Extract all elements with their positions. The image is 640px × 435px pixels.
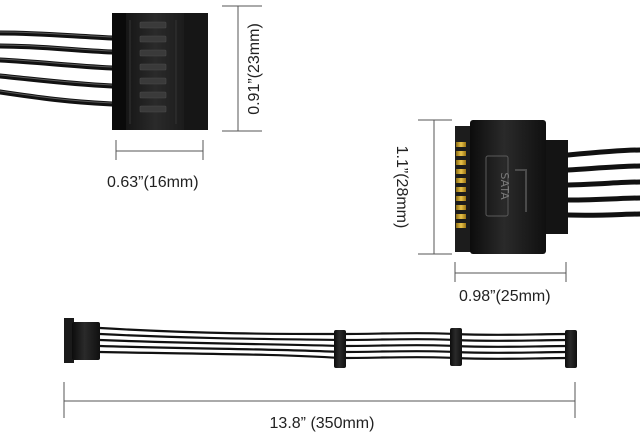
female-width-dimension: 0.63”(16mm) (107, 140, 204, 191)
male-height-dimension: 1.1”(28mm) (393, 119, 452, 255)
female-width-label: 0.63”(16mm) (107, 174, 199, 191)
male-height-label: 1.1”(28mm) (393, 146, 410, 229)
male-width-dimension: 0.98”(25mm) (454, 262, 567, 305)
female-height-dimension: 0.91”(23mm) (222, 5, 263, 132)
sata-label-text: SATA (498, 172, 511, 200)
cable-length-dimension: 13.8” (350mm) (63, 382, 576, 432)
male-width-label: 0.98”(25mm) (459, 288, 551, 305)
assembly-male-plug (64, 318, 100, 363)
assembly-wires (98, 326, 572, 360)
assembly-female-plug-2 (450, 328, 462, 366)
assembly-female-plug-3 (565, 330, 577, 368)
cable-length-label: 13.8” (350mm) (270, 415, 375, 432)
male-cable-wires (565, 147, 640, 218)
cable-assembly (64, 318, 577, 368)
female-connector (0, 13, 208, 130)
sata-embossed-label: SATA (485, 155, 527, 217)
male-gold-pins (456, 142, 466, 228)
female-cable-wires (0, 30, 115, 107)
female-connector-pins (139, 21, 167, 113)
female-height-label: 0.91”(23mm) (246, 23, 263, 115)
male-connector: SATA (455, 120, 640, 254)
assembly-female-plug-1 (334, 330, 346, 368)
